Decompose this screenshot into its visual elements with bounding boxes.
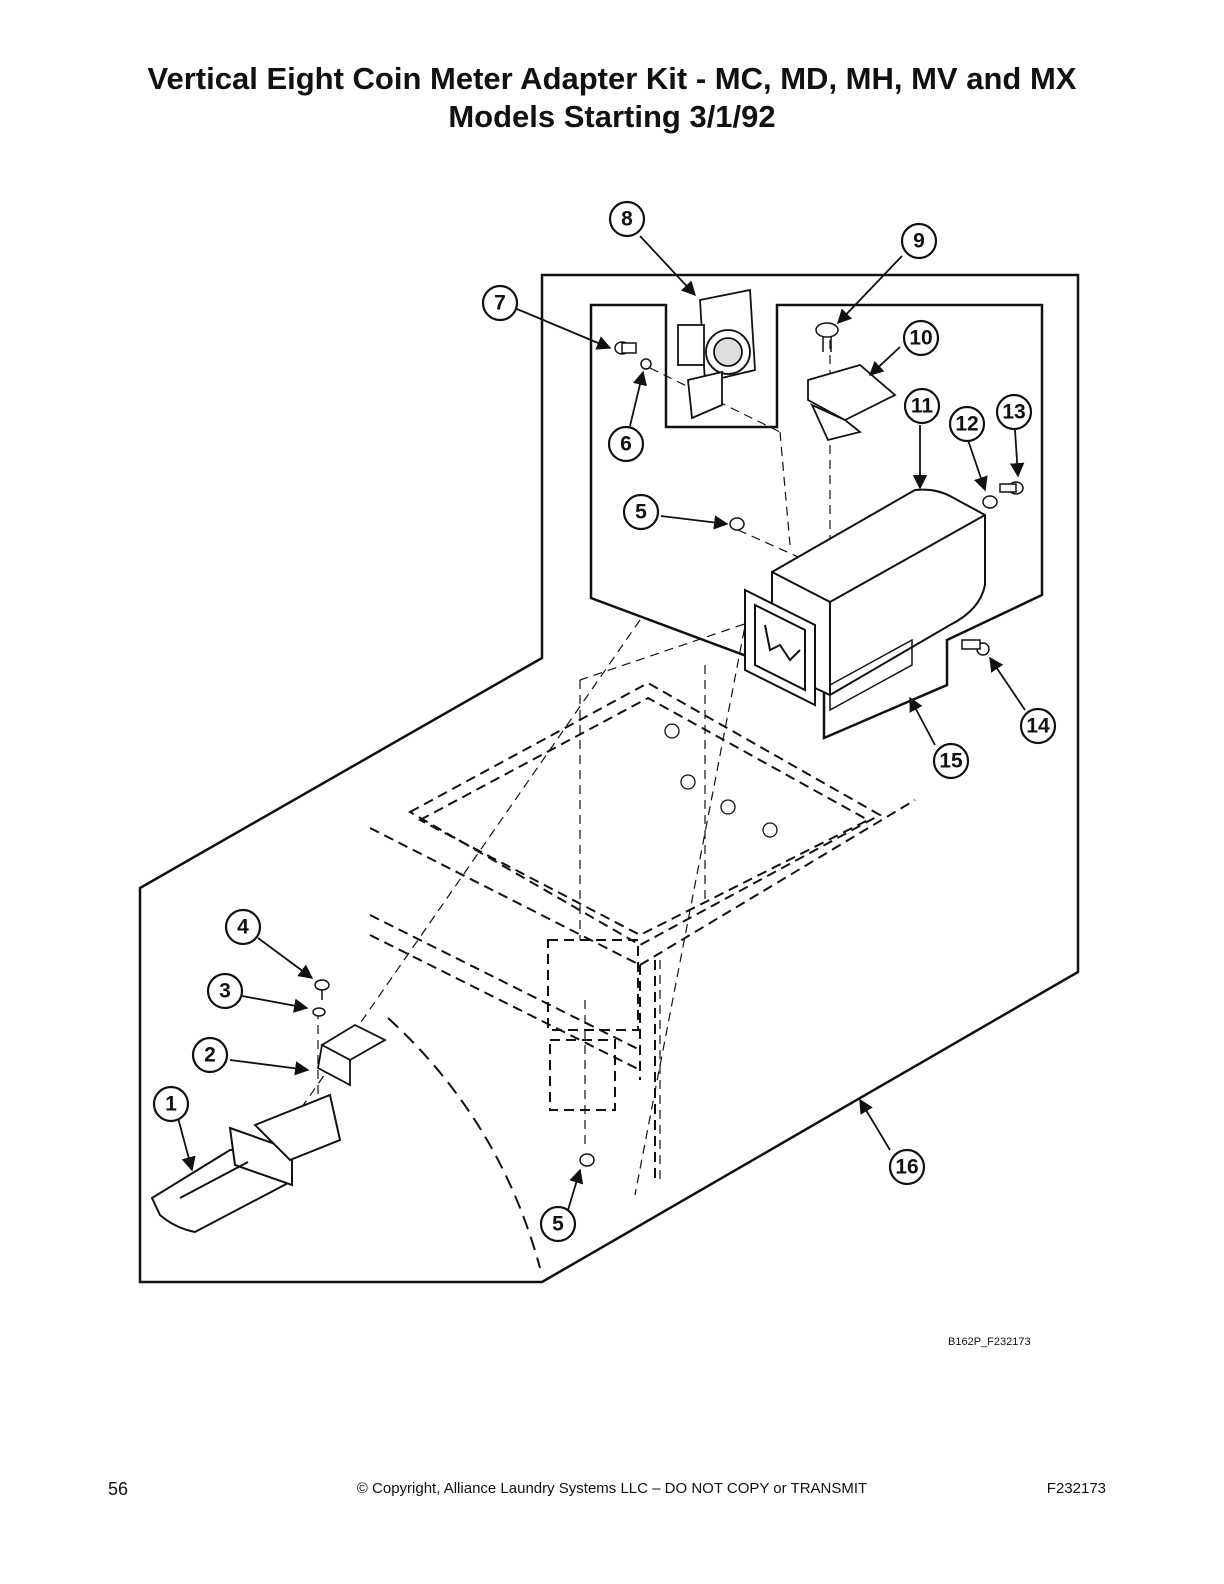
callout-circle-16 (888, 1148, 926, 1186)
callout-16: 16 (895, 1156, 918, 1179)
panel-curve (387, 1017, 541, 1269)
callout-3: 3 (219, 980, 231, 1003)
title-line-1: Vertical Eight Coin Meter Adapter Kit - … (147, 61, 1077, 96)
callout-14: 14 (1026, 715, 1050, 738)
callout-circle-10 (902, 319, 940, 357)
callout-circle-15 (932, 742, 970, 780)
coin-meter (677, 288, 756, 420)
callout-10: 10 (909, 327, 932, 350)
callout-circle-4 (224, 908, 262, 946)
callout-5b: 5 (552, 1213, 564, 1236)
coin-chute (807, 364, 897, 442)
callout-8: 8 (621, 208, 633, 231)
callout-6: 6 (620, 433, 632, 456)
coin-box-housing (744, 488, 986, 707)
meter-bracket (829, 638, 913, 712)
callout-12: 12 (955, 413, 978, 436)
callout-circle-7 (481, 284, 519, 322)
small-hardware (312, 341, 1024, 1167)
callout-13: 13 (1002, 401, 1025, 424)
callout-15: 15 (939, 750, 963, 773)
slide-bracket (317, 1023, 387, 1087)
cabinet-holes (664, 723, 778, 838)
document-code: F232173 (1046, 1480, 1106, 1497)
callout-circle-11 (903, 387, 941, 425)
coin-slide (150, 1093, 342, 1234)
callout-4: 4 (237, 916, 249, 939)
page-title: Vertical Eight Coin Meter Adapter Kit - … (0, 60, 1224, 136)
title-line-2: Models Starting 3/1/92 (448, 99, 776, 134)
callout-9: 9 (913, 230, 925, 253)
page-number: 56 (108, 1479, 129, 1499)
callout-circle-12 (948, 405, 986, 443)
callout-circle-14 (1019, 707, 1057, 745)
alignment-lines (299, 340, 951, 1196)
callout-circle-3 (206, 972, 244, 1010)
callout-circle-13 (995, 393, 1033, 431)
callout-circle-5a (622, 493, 660, 531)
callout-circle-6 (607, 425, 645, 463)
cabinet-top-dashed (369, 681, 916, 1180)
callout-1: 1 (165, 1093, 177, 1116)
leader-lines (177, 235, 1026, 1211)
callout-5a: 5 (635, 501, 647, 524)
callout-circle-8 (608, 200, 646, 238)
carriage-bolt (815, 322, 839, 352)
callout-circle-9 (900, 222, 938, 260)
callout-11: 11 (911, 395, 934, 418)
callout-7: 7 (494, 292, 506, 315)
callout-2: 2 (204, 1044, 216, 1067)
callout-circle-5b (539, 1205, 577, 1243)
callout-circle-1 (152, 1085, 190, 1123)
copyright-notice: © Copyright, Alliance Laundry Systems LL… (356, 1480, 868, 1497)
callout-circle-2 (191, 1036, 229, 1074)
kit-outline (138, 273, 1080, 1284)
figure-code: B162P_F232173 (948, 1336, 1031, 1348)
